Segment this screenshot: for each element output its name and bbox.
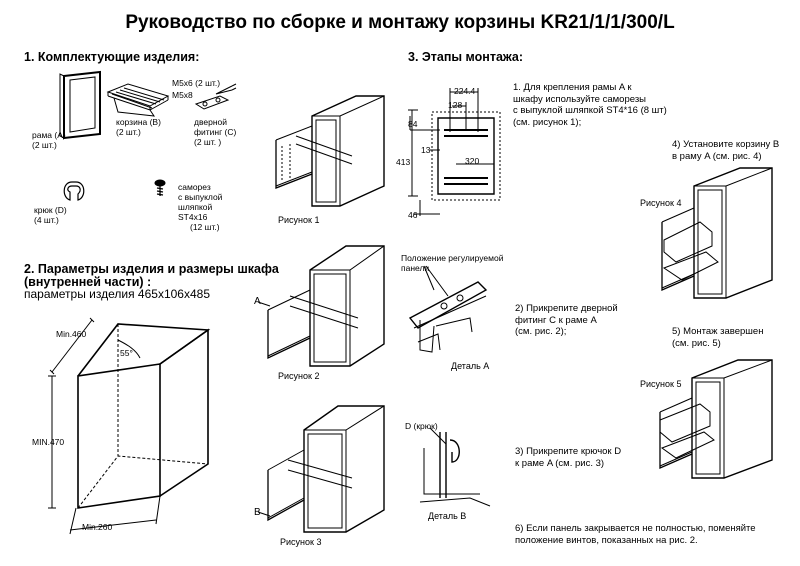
step5-line1: 5) Монтаж завершен bbox=[672, 326, 764, 337]
step1-line1: 1. Для крепления рамы A к bbox=[513, 82, 632, 93]
section1-heading: 1. Комплектующие изделия: bbox=[24, 50, 200, 64]
panel-line2: панели bbox=[401, 263, 430, 273]
dim-min460: Min.460 bbox=[56, 329, 87, 339]
hook-d-label: D (крюк) bbox=[405, 421, 438, 431]
fig5-caption: Рисунок 5 bbox=[640, 379, 682, 389]
door-fitting-c-illustration bbox=[194, 83, 237, 110]
frame-label: рама (A) (2 шт.) bbox=[32, 130, 66, 150]
step5-line2: (см. рис. 5) bbox=[672, 337, 721, 349]
dim-min470: MIN.470 bbox=[32, 437, 65, 447]
step1-line3: с выпуклой шляпкой ST4*16 (8 шт) bbox=[513, 105, 667, 116]
detail-a-caption: Деталь A bbox=[451, 361, 490, 371]
self-screw-line1: саморез bbox=[178, 182, 211, 192]
frame-a-illustration bbox=[59, 70, 101, 140]
hook-qty: (4 шт.) bbox=[34, 215, 59, 225]
hook-name: крюк (D) bbox=[34, 205, 67, 215]
fig3-caption: Рисунок 3 bbox=[280, 537, 322, 547]
mounting-dimension-drawing bbox=[408, 88, 501, 216]
step5-text: 5) Монтаж завершен (см. рис. 5) bbox=[672, 326, 763, 349]
dim-84: 84 bbox=[408, 119, 418, 129]
dim-224: 224.4 bbox=[454, 86, 476, 96]
frame-qty: (2 шт.) bbox=[32, 140, 57, 150]
detail-b-drawing bbox=[419, 427, 491, 507]
page-title: Руководство по сборке и монтажу корзины … bbox=[125, 12, 675, 33]
figure2-drawing bbox=[257, 245, 385, 367]
fitting-qty: (2 шт. ) bbox=[194, 137, 222, 147]
adjustable-panel-label: Положение регулируемой панели bbox=[401, 253, 503, 273]
dim-128: 128 bbox=[448, 100, 463, 110]
step2-line2: фитинг C к раме A bbox=[515, 314, 597, 326]
basket-b-illustration bbox=[106, 83, 170, 117]
section2-heading-line1: 2. Параметры изделия и размеры шкафа bbox=[24, 262, 279, 276]
dim-46: 46 bbox=[408, 210, 418, 220]
step2-text: 2) Прикрепите дверной фитинг C к раме A … bbox=[515, 303, 618, 338]
step2-line1: 2) Прикрепите дверной bbox=[515, 303, 618, 314]
fig2-caption: Рисунок 2 bbox=[278, 371, 320, 381]
step6-text: 6) Если панель закрывается не полностью,… bbox=[515, 523, 756, 546]
step2-line3: (см. рис. 2); bbox=[515, 326, 567, 337]
figure5-drawing bbox=[659, 359, 773, 479]
figure1-drawing bbox=[275, 95, 385, 207]
step3-line2: к раме A (см. рис. 3) bbox=[515, 457, 605, 469]
step6-line1: 6) Если панель закрывается не полностью,… bbox=[515, 523, 756, 534]
dim-320: 320 bbox=[465, 156, 480, 166]
fitting-label: дверной фитинг (C) (2 шт. ) bbox=[194, 117, 236, 147]
product-params: параметры изделия 465x106x485 bbox=[24, 287, 210, 301]
hook-label: крюк (D) (4 шт.) bbox=[34, 205, 67, 225]
fitting-line2: фитинг (C) bbox=[194, 127, 237, 137]
step1-line4: (см. рисунок 1); bbox=[513, 116, 582, 128]
step3-text: 3) Прикрепите крючок D к раме A (см. рис… bbox=[515, 446, 621, 469]
self-screw-qty: (12 шт.) bbox=[190, 222, 220, 232]
self-screw-line2: с выпуклой bbox=[178, 192, 223, 202]
dim-413: 413 bbox=[396, 157, 411, 167]
dim-13: 13 bbox=[421, 145, 431, 155]
label-a: A bbox=[254, 296, 261, 307]
fitting-line1: дверной bbox=[194, 117, 228, 127]
step6-line2: положение винтов, показанных на рис. 2. bbox=[515, 534, 698, 546]
dim-angle: 55° bbox=[120, 348, 133, 358]
section2-heading-line2: (внутренней части) : bbox=[24, 275, 152, 289]
step3-line1: 3) Прикрепите крючок D bbox=[515, 446, 622, 457]
basket-name: корзина (B) bbox=[116, 117, 161, 127]
basket-label: корзина (B) (2 шт.) bbox=[116, 117, 161, 137]
self-screw-line4: ST4x16 bbox=[178, 212, 208, 222]
screw-m5x8-label: M5x8 bbox=[172, 90, 193, 100]
section3-heading: 3. Этапы монтажа: bbox=[408, 50, 524, 64]
step1-line2: шкафу используйте саморезы bbox=[513, 93, 646, 105]
screw-st4-illustration bbox=[154, 179, 166, 196]
panel-line1: Положение регулируемой bbox=[401, 253, 504, 263]
step4-line2: в раму A (см. рис. 4) bbox=[672, 150, 762, 162]
label-b: B bbox=[254, 507, 261, 518]
step1-text: 1. Для крепления рамы A к шкафу использу… bbox=[513, 82, 667, 128]
detail-b-caption: Деталь B bbox=[428, 511, 467, 521]
basket-qty: (2 шт.) bbox=[116, 127, 141, 137]
fig4-caption: Рисунок 4 bbox=[640, 198, 682, 208]
detail-a-drawing bbox=[408, 265, 488, 353]
self-screw-line3: шляпкой bbox=[178, 202, 213, 212]
self-screw-label: саморез с выпуклой шляпкой ST4x16 (12 шт… bbox=[178, 182, 222, 232]
step4-text: 4) Установите корзину B в раму A (см. ри… bbox=[672, 139, 779, 162]
screw-m5x6-label: M5x6 (2 шт.) bbox=[172, 78, 221, 88]
figure4-drawing bbox=[661, 167, 773, 299]
figure3-drawing bbox=[257, 405, 385, 533]
frame-name: рама (A) bbox=[32, 130, 66, 140]
cabinet-dimensions-diagram bbox=[48, 317, 211, 535]
fig1-caption: Рисунок 1 bbox=[278, 215, 320, 225]
hook-d-illustration bbox=[63, 181, 85, 201]
step4-line1: 4) Установите корзину B bbox=[672, 139, 780, 150]
